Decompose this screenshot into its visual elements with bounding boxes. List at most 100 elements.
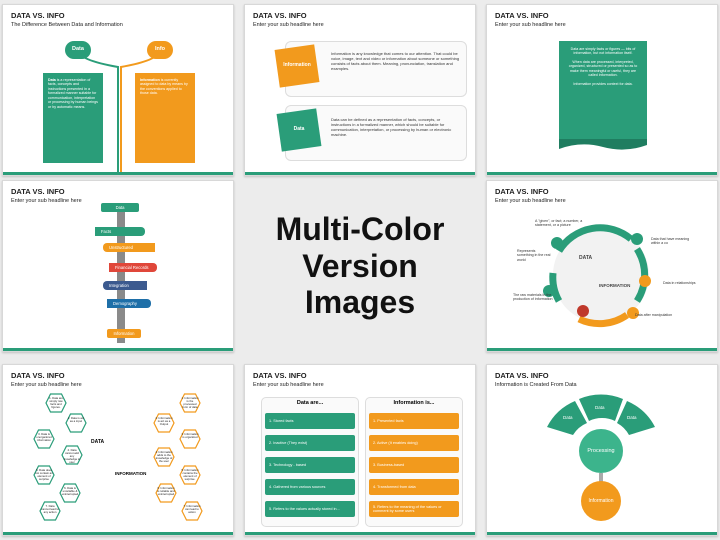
hexagon-item: 3. Information is organized: [179, 429, 201, 449]
note-meaning: Data that have meaning within a co: [651, 237, 690, 246]
slide-subtitle: Information is Created From Data: [495, 382, 577, 388]
slide-title: DATA VS. INFO: [253, 11, 307, 20]
arc-label-2: Data: [595, 405, 605, 410]
sign-integration: Integration: [103, 281, 147, 290]
hexagon-item: 6. Information is reliable and uninterru…: [155, 483, 177, 503]
banner-line-1: Data are simply facts or figures — bits …: [570, 47, 636, 56]
data-card-text: is a representation of facts, concepts a…: [48, 78, 98, 109]
data-card-bold: Data: [48, 78, 56, 82]
slide-thumbnail-2[interactable]: DATA VS. INFO Enter your sub headline he…: [244, 4, 476, 176]
comparison-item: 4. Transformed from data: [369, 479, 459, 495]
info-column-head: Information is...: [393, 400, 435, 406]
info-card: Information is currently assigned to dat…: [135, 73, 195, 163]
signpost-pole: [117, 203, 125, 343]
slide-title: DATA VS. INFO: [495, 187, 549, 196]
hexagon-text: 7. Data cannot lead to any action: [41, 504, 59, 515]
slide-thumbnail-8[interactable]: DATA VS. INFO Enter your sub headline he…: [244, 364, 476, 536]
arc-label-3: Data: [627, 415, 637, 420]
data-word: DATA: [91, 439, 105, 445]
slide-thumbnail-3[interactable]: DATA VS. INFO Enter your sub headline he…: [486, 4, 718, 176]
comparison-item: 1. Stored facts: [265, 413, 355, 429]
info-sticky-label: Information: [283, 62, 311, 68]
title-line-2: Version Images: [302, 247, 418, 321]
info-tag: [147, 41, 173, 59]
comparison-item: 2. Active (It enables doing): [369, 435, 459, 451]
banner-line-3: Information provides context for data.: [573, 81, 633, 86]
arc-label-1: Data: [563, 415, 573, 420]
slide-thumbnail-4[interactable]: DATA VS. INFO Enter your sub headline he…: [2, 180, 234, 352]
note-relationships: Data in relationships: [663, 281, 696, 285]
slide-title: DATA VS. INFO: [11, 11, 65, 20]
processing-label: Processing: [587, 448, 615, 454]
slide-thumbnail-1[interactable]: DATA VS. INFO The Difference Between Dat…: [2, 4, 234, 176]
comparison-item: 3. Business-based: [369, 457, 459, 473]
slide-subtitle: Enter your sub headline here: [495, 22, 566, 28]
slide-title: DATA VS. INFO: [11, 371, 65, 380]
hexagon-text: 6. Data is unreliable & uninterrupted: [61, 486, 79, 497]
slide-subtitle: The Difference Between Data and Informat…: [11, 22, 123, 28]
comparison-item: 5. Refers to the meaning of the values o…: [369, 501, 459, 517]
info-card-text: is currently assigned to data by means b…: [140, 78, 188, 96]
sign-financial-records: Financial Records: [109, 263, 157, 272]
processing-diagram: [547, 394, 655, 521]
slide-title: DATA VS. INFO: [253, 371, 307, 380]
multi-color-title: Multi-Color Version Images: [244, 180, 476, 352]
hexagon-item: 2. Data is act as a input: [65, 413, 87, 433]
hexagon-item: 4. Information adds to the knowledge of …: [153, 447, 175, 467]
hexagon-text: 1. Information is the processed form of …: [181, 396, 199, 410]
hexagon-text: 5. Information contains the element of s…: [181, 468, 199, 482]
data-center-label: DATA: [579, 255, 593, 261]
sign-information: Information: [107, 329, 141, 338]
slide-subtitle: Enter your sub headline here: [253, 382, 324, 388]
data-sticky-label: Data: [293, 126, 305, 132]
info-card-text: Information is any knowledge that comes …: [331, 51, 460, 71]
hexagon-text: 4. Data cannot add any knowledge to user: [63, 448, 81, 465]
sign-facts: Facts: [95, 227, 145, 236]
sign-data: Data: [101, 203, 139, 212]
hexagon-item: 1. Data are simply raw facts and figures…: [45, 393, 67, 413]
note-given: A "given", or fact; a number, a statemen…: [535, 219, 583, 228]
hexagon-item: 5. Information contains the element of s…: [179, 465, 201, 485]
note-real-world: Represents something in the real world: [517, 249, 551, 262]
hexagon-item: 7. Data cannot lead to any action: [39, 501, 61, 521]
information-word: INFORMATION: [115, 471, 147, 476]
comparison-item: 5. Refers to the values actually stored …: [265, 501, 355, 517]
info-tag-label: Info: [154, 46, 166, 52]
connector-lines: [77, 49, 161, 173]
hexagon-item: 1. Information is the processed form of …: [179, 393, 201, 413]
banner-curl: [559, 139, 647, 150]
hexagon-text: 2. Data is act as a input: [67, 416, 85, 424]
hexagon-text: 6. Information is reliable and uninterru…: [157, 486, 175, 497]
slide-subtitle: Enter your sub headline here: [11, 198, 82, 204]
hexagon-item: 3. Data is unorganized information: [33, 429, 55, 449]
data-card: Data is a representation of facts, conce…: [43, 73, 103, 163]
slide-title: DATA VS. INFO: [11, 187, 65, 196]
title-line-1: Multi-Color: [275, 210, 445, 247]
slide-thumbnail-6[interactable]: DATA VS. INFO Enter your sub headline he…: [486, 180, 718, 352]
hexagon-text: 1. Data are simply raw facts and figures…: [49, 396, 63, 410]
hexagon-item: 5. Data does not contain an element of s…: [33, 465, 55, 485]
slide-subtitle: Enter your sub headline here: [495, 198, 566, 204]
hanging-banner: Data are simply facts or figures — bits …: [559, 41, 647, 141]
slide-thumbnail-9[interactable]: DATA VS. INFO Information is Created Fro…: [486, 364, 718, 536]
note-raw-materials: The raw materials in the production of i…: [513, 293, 553, 302]
hexagon-text: 5. Data does not contain an element of s…: [35, 468, 53, 482]
hexagon-item: 4. Data cannot add any knowledge to user: [61, 445, 83, 465]
slide-thumbnail-7[interactable]: DATA VS. INFO Enter your sub headline he…: [2, 364, 234, 536]
hexagon-text: 3. Information is organized: [181, 432, 199, 440]
comparison-item: 3. Technology - based: [265, 457, 355, 473]
information-center-label: INFORMATION: [599, 283, 631, 288]
data-card-text: Data can be defined as a representation …: [331, 117, 452, 137]
slide-title: DATA VS. INFO: [495, 371, 549, 380]
hexagon-text: 4. Information adds to the knowledge of …: [155, 450, 173, 464]
banner-line-2: When data are processed, interpreted, or…: [568, 59, 638, 78]
hexagon-text: 2. Information is act as a Output: [155, 416, 173, 427]
data-tag: [65, 41, 91, 59]
hexagon-item: 2. Information is act as a Output: [153, 413, 175, 433]
comparison-item: 2. Inactive (They exist): [265, 435, 355, 451]
comparison-item: 4. Gathered from various sources: [265, 479, 355, 495]
hexagon-text: 7. Information can lead to action: [183, 504, 201, 515]
cycle-diagram: [543, 224, 651, 328]
hexagon-item: 6. Data is unreliable & uninterrupted: [59, 483, 81, 503]
slide-subtitle: Enter your sub headline here: [11, 382, 82, 388]
